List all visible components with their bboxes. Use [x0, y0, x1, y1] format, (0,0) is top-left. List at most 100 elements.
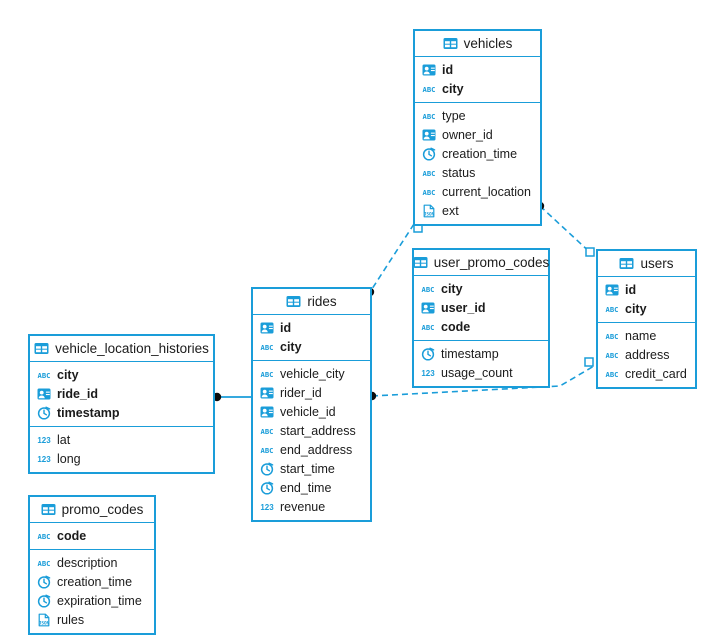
column-row[interactable]: id: [253, 318, 370, 337]
table-grid-icon: [286, 294, 301, 309]
column-row[interactable]: end_time: [253, 478, 370, 497]
column-name: vehicle_id: [280, 404, 336, 419]
svg-text:ABC: ABC: [423, 85, 436, 94]
table-grid-icon: [443, 36, 458, 51]
column-row[interactable]: user_id: [414, 298, 548, 317]
column-row[interactable]: timestamp: [30, 403, 213, 422]
clock-icon: [260, 462, 274, 476]
table-name: promo_codes: [61, 502, 144, 517]
svg-text:123: 123: [421, 369, 435, 378]
abc-icon: ABC: [605, 367, 619, 381]
column-row[interactable]: expiration_time: [30, 591, 154, 610]
clock-icon: [421, 347, 435, 361]
column-row[interactable]: ABC type: [415, 106, 540, 125]
table-grid-icon: [34, 341, 49, 356]
svg-text:123: 123: [260, 503, 274, 512]
column-row[interactable]: timestamp: [414, 344, 548, 363]
column-name: address: [625, 347, 670, 362]
column-name: id: [625, 282, 637, 297]
table-name: rides: [307, 294, 337, 309]
clock-icon: [260, 481, 274, 495]
table-header[interactable]: rides: [253, 289, 370, 315]
column-row[interactable]: ride_id: [30, 384, 213, 403]
abc-icon: ABC: [422, 109, 436, 123]
abc-icon: ABC: [605, 329, 619, 343]
column-row[interactable]: vehicle_id: [253, 402, 370, 421]
table-name: vehicle_location_histories: [55, 341, 209, 356]
svg-text:JSON: JSON: [39, 620, 50, 626]
column-row[interactable]: creation_time: [30, 572, 154, 591]
abc-icon: ABC: [37, 529, 51, 543]
column-row[interactable]: id: [415, 60, 540, 79]
column-name: type: [442, 108, 466, 123]
column-name: creation_time: [442, 146, 518, 161]
column-name: city: [57, 367, 79, 382]
column-row[interactable]: owner_id: [415, 125, 540, 144]
abc-icon: ABC: [422, 185, 436, 199]
svg-text:ABC: ABC: [261, 370, 274, 379]
svg-text:ABC: ABC: [38, 559, 51, 568]
json-icon: JSON: [422, 204, 436, 218]
abc-icon: ABC: [260, 443, 274, 457]
clock-icon: [37, 594, 51, 608]
table-header[interactable]: vehicle_location_histories: [30, 336, 213, 362]
table-header[interactable]: vehicles: [415, 31, 540, 57]
clock-icon: [422, 147, 436, 161]
id-card-icon: [421, 301, 435, 315]
table-header[interactable]: promo_codes: [30, 497, 154, 523]
svg-text:123: 123: [37, 436, 51, 445]
column-row[interactable]: id: [598, 280, 695, 299]
column-name: city: [625, 301, 647, 316]
column-name: expiration_time: [57, 593, 142, 608]
id-card-icon: [422, 63, 436, 77]
table-header[interactable]: user_promo_codes: [413, 250, 550, 276]
column-row[interactable]: rider_id: [253, 383, 370, 402]
column-name: creation_time: [57, 574, 133, 589]
table-header[interactable]: users: [598, 251, 695, 277]
column-row[interactable]: start_time: [253, 459, 370, 478]
column-name: user_id: [441, 300, 486, 315]
column-row[interactable]: ABC code: [30, 526, 154, 545]
id-card-icon: [422, 128, 436, 142]
clock-icon: [37, 406, 51, 420]
svg-text:ABC: ABC: [423, 169, 436, 178]
column-name: timestamp: [441, 346, 499, 361]
column-name: code: [57, 528, 87, 543]
relationship-endpoint-square: [584, 357, 594, 367]
relationship-vehicle_location_histories-rides[interactable]: [212, 392, 251, 402]
relationship-line: [369, 223, 415, 293]
column-row[interactable]: creation_time: [415, 144, 540, 163]
table-name: user_promo_codes: [433, 255, 550, 270]
